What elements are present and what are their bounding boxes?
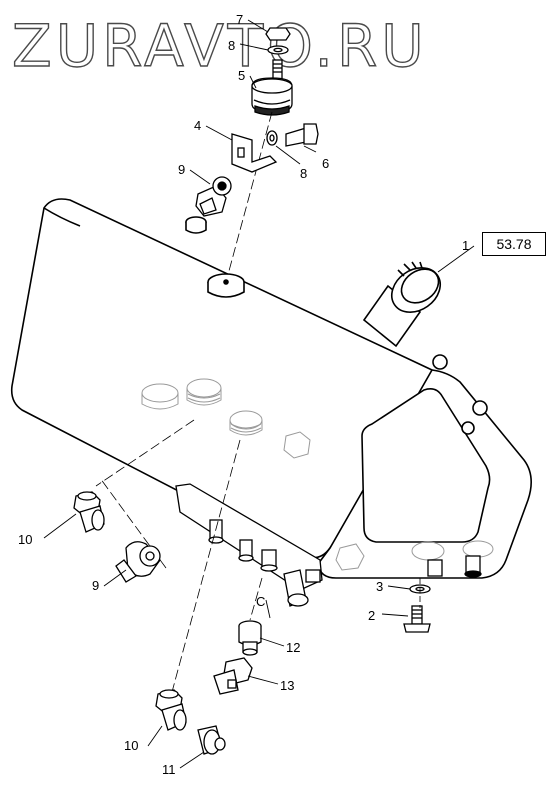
valve-block bbox=[175, 483, 482, 607]
fitting-13 bbox=[213, 657, 253, 695]
callout-13: 13 bbox=[280, 678, 294, 693]
callout-labels: 7 8 5 4 6 8 9 1 10 9 3 2 C 12 13 10 11 bbox=[18, 12, 469, 777]
callout-9-lower: 9 bbox=[92, 578, 99, 593]
fitting-9-lower bbox=[115, 541, 161, 583]
fitting-11 bbox=[197, 725, 226, 755]
tank-ports bbox=[141, 378, 494, 571]
callout-12: 12 bbox=[286, 640, 300, 655]
bolt-2-washer-3 bbox=[403, 584, 431, 633]
fitting-10-lower bbox=[155, 689, 187, 731]
callout-c: C bbox=[256, 594, 265, 609]
fitting-12 bbox=[238, 620, 262, 656]
end-face-recess bbox=[361, 388, 491, 543]
callout-8-top: 8 bbox=[228, 38, 235, 53]
callout-6: 6 bbox=[322, 156, 329, 171]
callout-9-upper: 9 bbox=[178, 162, 185, 177]
fitting-9-upper bbox=[195, 176, 232, 217]
callout-8-side: 8 bbox=[300, 166, 307, 181]
nut-7 bbox=[265, 27, 291, 41]
callout-10-lower: 10 bbox=[124, 738, 138, 753]
axis-line-mount bbox=[225, 111, 273, 283]
callout-5: 5 bbox=[238, 68, 245, 83]
watermark-text: ZURAVTO.RU bbox=[12, 12, 428, 80]
callout-4: 4 bbox=[194, 118, 201, 133]
callout-10-left: 10 bbox=[18, 532, 32, 547]
callout-7: 7 bbox=[236, 12, 243, 27]
callout-3: 3 bbox=[376, 579, 383, 594]
callout-leaders bbox=[43, 19, 475, 769]
callout-11: 11 bbox=[162, 762, 176, 777]
callout-1: 1 bbox=[462, 238, 469, 253]
reference-box: 53.78 bbox=[482, 232, 546, 256]
fitting-10-left bbox=[73, 491, 105, 533]
hydraulic-tank bbox=[10, 198, 532, 579]
stud bbox=[272, 59, 283, 81]
bracket-assembly bbox=[231, 123, 319, 173]
mount-stack bbox=[251, 27, 293, 116]
callout-2: 2 bbox=[368, 608, 375, 623]
bracket-4 bbox=[231, 133, 278, 173]
